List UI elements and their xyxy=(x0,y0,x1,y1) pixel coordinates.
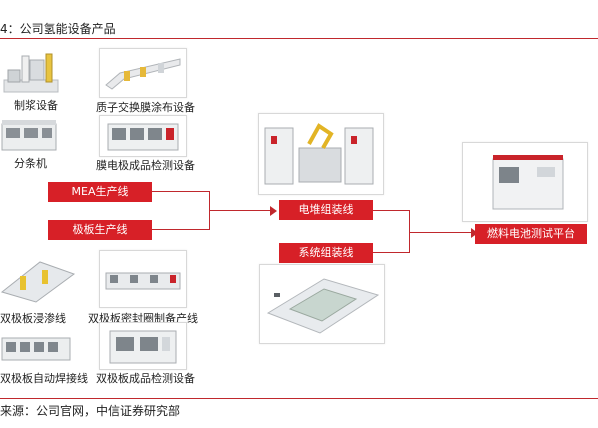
pem-coating-image xyxy=(99,48,187,98)
plate-welding-image xyxy=(0,326,74,366)
caption-plate-seal: 双极板密封圈制备产线 xyxy=(88,312,198,325)
plate-dipping-image xyxy=(0,252,76,304)
caption-slurry: 制浆设备 xyxy=(14,99,58,112)
connector-to-test xyxy=(409,232,472,233)
test-platform-label: 燃料电池测试平台 xyxy=(475,224,587,244)
arrow-to-stack xyxy=(270,206,277,216)
connector-system-out xyxy=(373,252,410,253)
source-note: 来源：公司官网，中信证券研究部 xyxy=(0,404,181,418)
connector-to-stack xyxy=(209,210,271,211)
connector-plate xyxy=(152,229,210,230)
plate-seal-image xyxy=(99,250,187,308)
stack-assembly-label: 电堆组装线 xyxy=(279,200,373,220)
caption-plate-welding: 双极板自动焊接线 xyxy=(0,372,88,385)
slitter-image xyxy=(0,114,60,154)
plate-line-label: 极板生产线 xyxy=(48,220,152,240)
connector-merge-right xyxy=(409,210,410,253)
stack-assembly-image xyxy=(258,113,384,195)
system-assembly-image xyxy=(259,264,385,344)
caption-plate-dipping: 双极板浸渗线 xyxy=(0,312,66,325)
plate-inspection-image xyxy=(99,322,187,370)
connector-stack-out xyxy=(373,210,410,211)
caption-pem-coating: 质子交换膜涂布设备 xyxy=(96,101,195,114)
caption-plate-inspection: 双极板成品检测设备 xyxy=(96,372,195,385)
slurry-equipment-image xyxy=(0,50,62,96)
caption-slitter: 分条机 xyxy=(14,157,47,170)
figure-title: 4：公司氢能设备产品 xyxy=(0,22,116,36)
mea-inspection-image xyxy=(99,115,187,157)
system-assembly-label: 系统组装线 xyxy=(279,243,373,263)
test-platform-image xyxy=(462,142,588,222)
connector-mea xyxy=(152,191,210,192)
mea-line-label: MEA生产线 xyxy=(48,182,152,202)
caption-mea-inspection: 膜电极成品检测设备 xyxy=(96,159,195,172)
top-divider xyxy=(0,38,598,39)
bottom-divider xyxy=(0,398,598,399)
arrow-to-test xyxy=(471,228,478,238)
